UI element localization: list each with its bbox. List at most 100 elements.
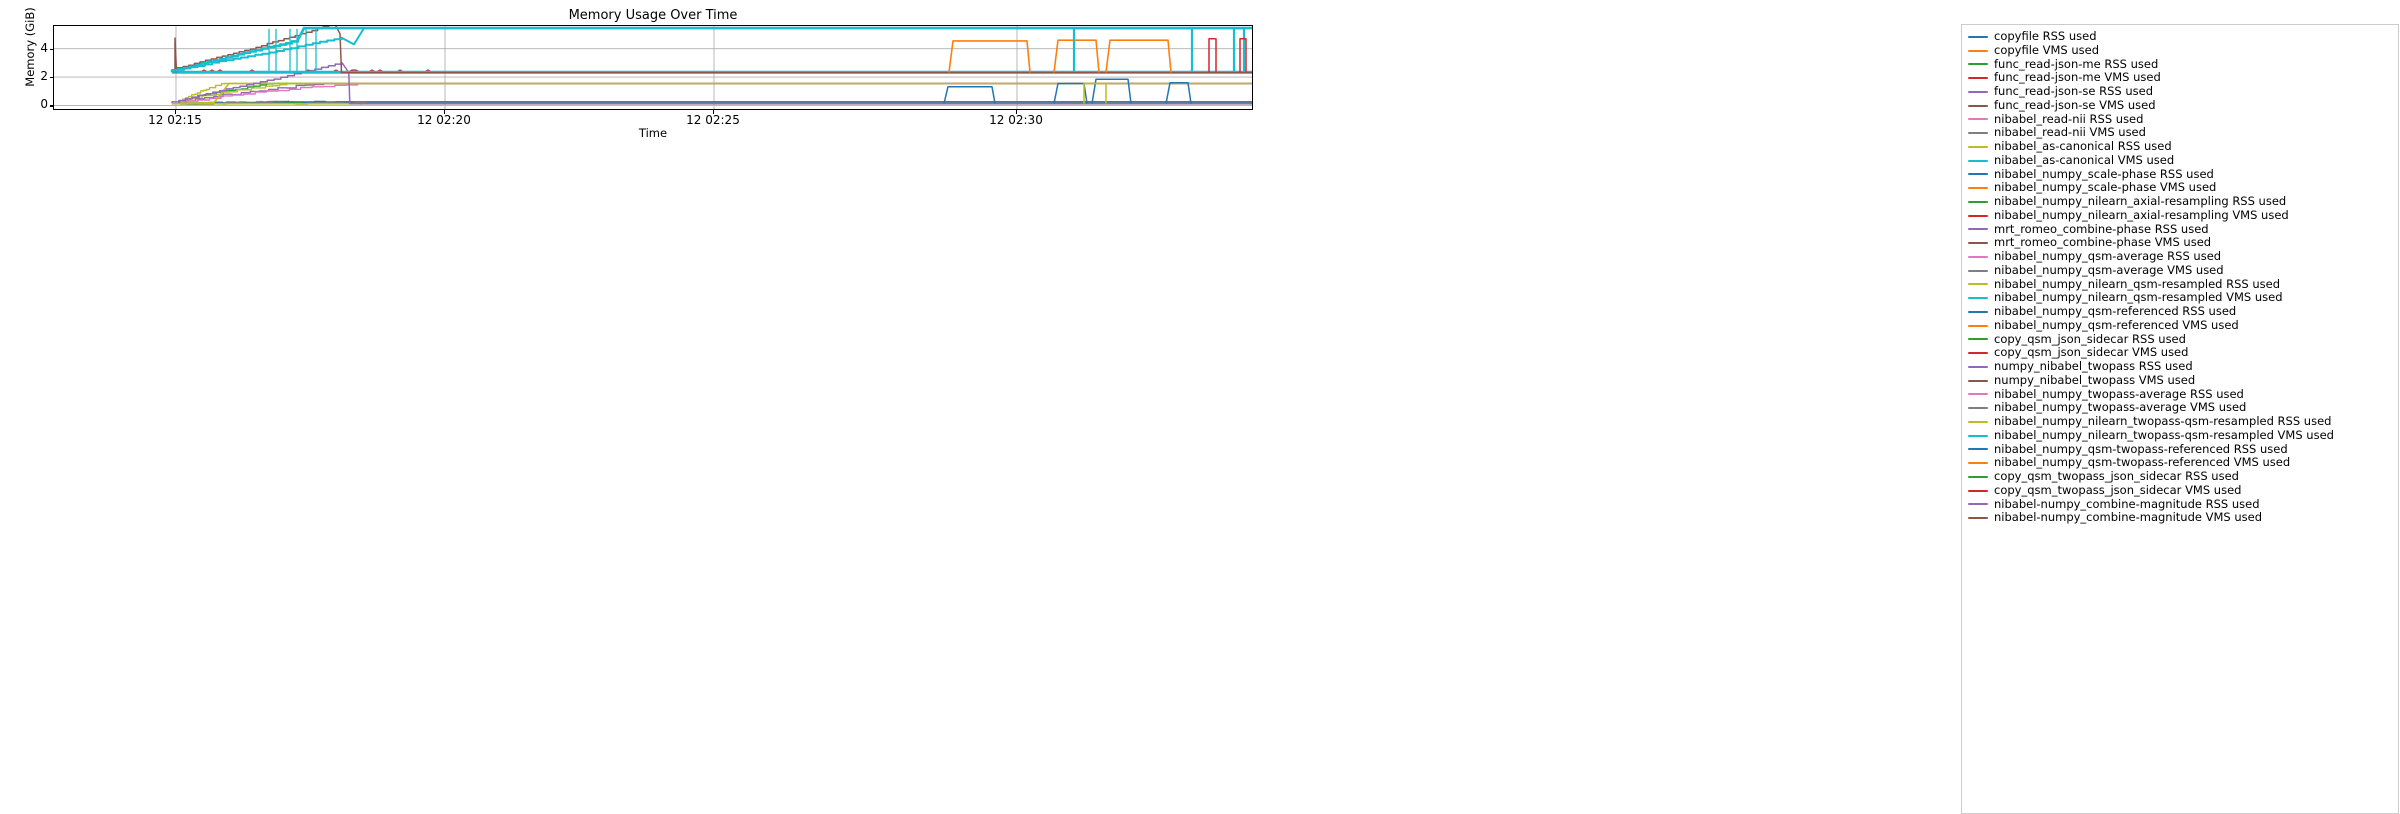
legend-item[interactable]: nibabel-numpy_combine-magnitude RSS used [1962, 496, 2398, 512]
legend-item-label: nibabel_read-nii VMS used [1994, 125, 2146, 140]
legend-color-swatch-icon [1968, 173, 1988, 176]
legend-item[interactable]: copyfile VMS used [1962, 43, 2398, 58]
legend-item-label: nibabel_numpy_scale-phase VMS used [1994, 180, 2217, 195]
legend-item[interactable]: nibabel_numpy_nilearn_qsm-resampled RSS … [1962, 276, 2398, 292]
x-tick-label: 12 02:15 [148, 113, 202, 127]
legend-item[interactable]: nibabel_numpy_twopass-average RSS used [1962, 386, 2398, 402]
legend-item[interactable]: nibabel_numpy_nilearn_axial-resampling V… [1962, 207, 2398, 223]
chart-title: Memory Usage Over Time [568, 8, 738, 23]
legend-item-label: nibabel-numpy_combine-magnitude VMS used [1994, 510, 2263, 525]
legend-item-label: copy_qsm_twopass_json_sidecar VMS used [1994, 482, 2242, 497]
legend-color-swatch-icon [1968, 200, 1988, 203]
legend-color-swatch-icon [1968, 35, 1988, 38]
legend-color-swatch-icon [1968, 297, 1988, 300]
legend-color-swatch-icon [1968, 242, 1988, 245]
legend-color-swatch-icon [1968, 255, 1988, 258]
legend-color-swatch-icon [1968, 159, 1988, 162]
x-tick-label: 12 02:20 [417, 113, 471, 127]
legend-item-label: nibabel_numpy_qsm-referenced VMS used [1994, 317, 2239, 332]
legend-item[interactable]: copy_qsm_twopass_json_sidecar RSS used [1962, 469, 2398, 484]
legend-item[interactable]: nibabel_numpy_twopass-average VMS used [1962, 400, 2398, 415]
legend-item[interactable]: nibabel_numpy_qsm-referenced RSS used [1962, 304, 2398, 319]
legend-item[interactable]: nibabel_read-nii RSS used [1962, 111, 2398, 127]
legend-item[interactable]: copyfile RSS used [1962, 29, 2398, 44]
legend-item[interactable]: nibabel_numpy_qsm-referenced VMS used [1962, 317, 2398, 333]
legend-item[interactable]: nibabel_numpy_qsm-average RSS used [1962, 249, 2398, 264]
legend-item-label: copy_qsm_json_sidecar RSS used [1994, 331, 2186, 346]
legend-item-label: nibabel_read-nii RSS used [1994, 111, 2144, 126]
legend-item[interactable]: mrt_romeo_combine-phase VMS used [1962, 235, 2398, 250]
legend-item-label: nibabel-numpy_combine-magnitude RSS used [1994, 496, 2260, 511]
legend-color-swatch-icon [1968, 228, 1988, 231]
legend-item[interactable]: copy_qsm_json_sidecar VMS used [1962, 345, 2398, 360]
legend-item-label: nibabel_numpy_nilearn_axial-resampling R… [1994, 194, 2287, 208]
legend-item[interactable]: copy_qsm_json_sidecar RSS used [1962, 331, 2398, 347]
legend-item-label: nibabel_numpy_twopass-average RSS used [1994, 386, 2244, 401]
legend-item-label: mrt_romeo_combine-phase VMS used [1994, 235, 2212, 250]
legend-item[interactable]: nibabel_numpy_scale-phase RSS used [1962, 167, 2398, 182]
legend-item-label: func_read-json-se RSS used [1994, 84, 2154, 98]
legend-item-label: nibabel_numpy_qsm-twopass-referenced VMS… [1994, 455, 2291, 470]
legend-item[interactable]: func_read-json-se VMS used [1962, 98, 2398, 113]
legend-item-label: nibabel_numpy_qsm-average RSS used [1994, 249, 2222, 263]
legend-item[interactable]: numpy_nibabel_twopass RSS used [1962, 359, 2398, 374]
x-tick-mark [1016, 110, 1018, 114]
legend-item-label: nibabel_as-canonical VMS used [1994, 152, 2175, 167]
plot-area [53, 25, 1253, 110]
legend-item-label: nibabel_numpy_nilearn_twopass-qsm-resamp… [1994, 427, 2334, 442]
x-tick-mark [444, 110, 446, 114]
legend-color-swatch-icon [1968, 503, 1988, 506]
legend-item-label: func_read-json-me VMS used [1994, 70, 2161, 85]
legend-color-swatch-icon [1968, 517, 1988, 520]
legend-color-swatch-icon [1968, 49, 1988, 52]
legend-item[interactable]: nibabel_numpy_nilearn_qsm-resampled VMS … [1962, 290, 2398, 305]
legend-item[interactable]: func_read-json-me RSS used [1962, 57, 2398, 72]
legend-item-label: mrt_romeo_combine-phase RSS used [1994, 221, 2209, 236]
legend-item[interactable]: nibabel-numpy_combine-magnitude VMS used [1962, 510, 2398, 525]
legend-item-label: nibabel_numpy_nilearn_axial-resampling V… [1994, 207, 2289, 222]
x-tick-label: 12 02:25 [686, 113, 740, 127]
legend-color-swatch-icon [1968, 187, 1988, 190]
y-tick-mark [49, 105, 54, 107]
legend-item[interactable]: nibabel_as-canonical VMS used [1962, 152, 2398, 168]
legend-color-swatch-icon [1968, 448, 1988, 451]
y-tick-label: 0 [40, 97, 48, 112]
legend-item[interactable]: func_read-json-me VMS used [1962, 70, 2398, 85]
legend-color-swatch-icon [1968, 489, 1988, 492]
legend-item-label: nibabel_as-canonical RSS used [1994, 139, 2172, 153]
legend-item[interactable]: nibabel_numpy_nilearn_axial-resampling R… [1962, 194, 2398, 209]
legend-item-label: nibabel_numpy_twopass-average VMS used [1994, 400, 2247, 415]
y-tick-mark [49, 48, 54, 50]
legend-item[interactable]: copy_qsm_twopass_json_sidecar VMS used [1962, 482, 2398, 498]
legend-item[interactable]: nibabel_numpy_scale-phase VMS used [1962, 180, 2398, 195]
legend-color-swatch-icon [1968, 475, 1988, 478]
series-lines [54, 26, 1252, 109]
legend-color-swatch-icon [1968, 63, 1988, 66]
legend-color-swatch-icon [1968, 365, 1988, 368]
legend-color-swatch-icon [1968, 269, 1988, 272]
legend-item-label: numpy_nibabel_twopass RSS used [1994, 359, 2193, 373]
x-tick-mark [713, 110, 715, 114]
legend-item[interactable]: nibabel_numpy_qsm-twopass-referenced VMS… [1962, 455, 2398, 470]
legend-item-label: nibabel_numpy_qsm-average VMS used [1994, 262, 2224, 277]
legend-item-label: numpy_nibabel_twopass VMS used [1994, 372, 2196, 387]
legend-item-label: copy_qsm_twopass_json_sidecar RSS used [1994, 469, 2239, 483]
legend-item[interactable]: nibabel_read-nii VMS used [1962, 125, 2398, 140]
legend-item-label: copyfile RSS used [1994, 29, 2097, 43]
legend-color-swatch-icon [1968, 214, 1988, 217]
legend-color-swatch-icon [1968, 407, 1988, 410]
legend-item-label: nibabel_numpy_qsm-referenced RSS used [1994, 304, 2237, 318]
legend-item[interactable]: nibabel_numpy_qsm-average VMS used [1962, 262, 2398, 278]
legend-item[interactable]: nibabel_numpy_nilearn_twopass-qsm-resamp… [1962, 427, 2398, 443]
x-tick-label: 12 02:30 [989, 113, 1043, 127]
legend-item[interactable]: numpy_nibabel_twopass VMS used [1962, 372, 2398, 388]
legend-item-label: nibabel_numpy_nilearn_qsm-resampled RSS … [1994, 276, 2281, 291]
y-tick-label: 2 [40, 69, 48, 84]
legend-item[interactable]: nibabel_numpy_qsm-twopass-referenced RSS… [1962, 442, 2398, 457]
legend-color-swatch-icon [1968, 310, 1988, 313]
legend-item[interactable]: nibabel_numpy_nilearn_twopass-qsm-resamp… [1962, 414, 2398, 429]
legend-item[interactable]: mrt_romeo_combine-phase RSS used [1962, 221, 2398, 237]
legend-color-swatch-icon [1968, 118, 1988, 121]
legend-item[interactable]: func_read-json-se RSS used [1962, 84, 2398, 99]
legend-item[interactable]: nibabel_as-canonical RSS used [1962, 139, 2398, 154]
